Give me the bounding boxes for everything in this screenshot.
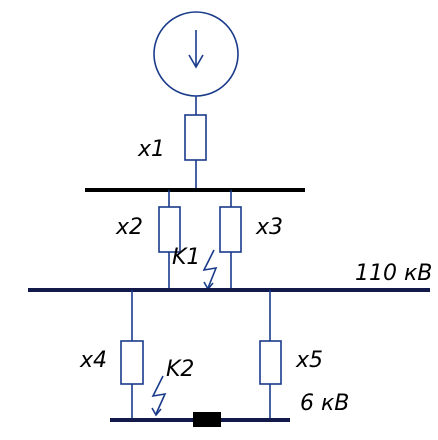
label-bus-6kv: 6 кВ: [300, 391, 349, 416]
source-icon: [153, 11, 239, 97]
fault-k1-icon: [202, 249, 218, 291]
fault-k2-icon: [151, 375, 167, 417]
label-k1: K1: [172, 245, 200, 270]
sectional-reactor: [193, 412, 221, 427]
label-x4: x4: [79, 348, 107, 373]
reactance-x4: [120, 340, 144, 385]
reactance-x3: [219, 206, 242, 253]
label-x1: x1: [137, 137, 165, 162]
reactance-x5: [259, 340, 282, 385]
label-bus-110kv: 110 кВ: [355, 261, 432, 286]
label-k2: K2: [166, 357, 194, 382]
label-x3: x3: [255, 215, 283, 240]
reactance-x1: [184, 114, 207, 161]
label-x2: x2: [115, 215, 143, 240]
label-x5: x5: [295, 348, 323, 373]
